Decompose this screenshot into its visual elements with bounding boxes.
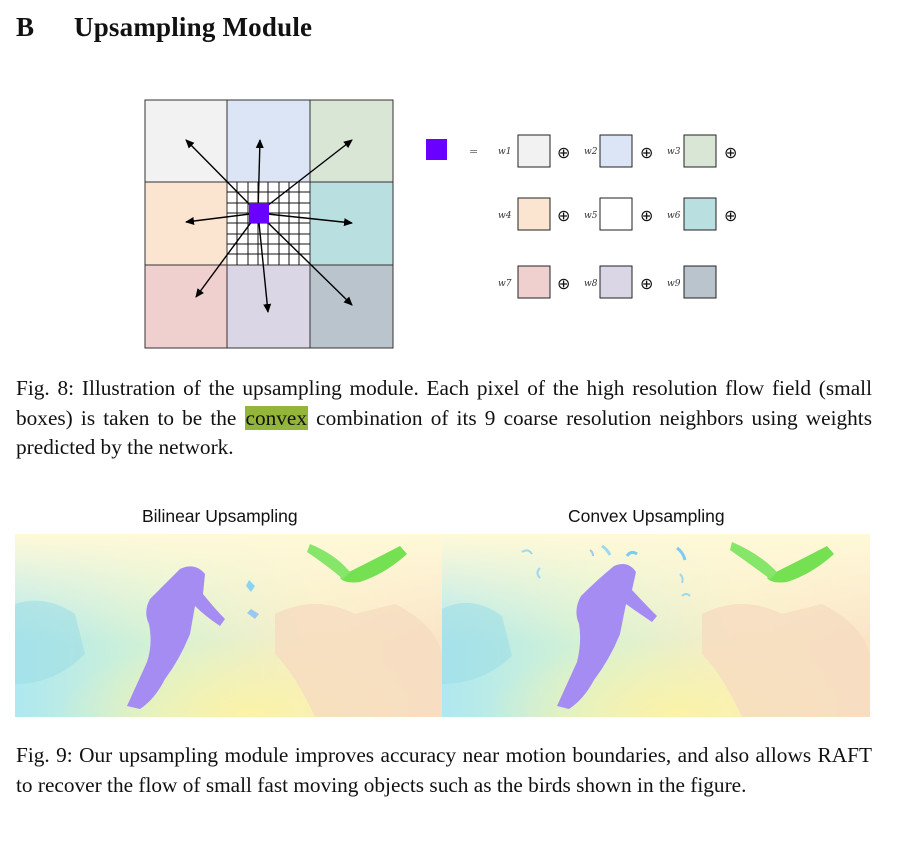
weight-cell xyxy=(683,134,717,168)
oplus-symbol: ⊕ xyxy=(557,143,570,162)
oplus-symbol: ⊕ xyxy=(557,206,570,225)
weight-label: w8 xyxy=(584,279,598,289)
neighbor-arrows xyxy=(185,139,353,313)
coarse-cell xyxy=(309,264,394,349)
figure-9-caption: Fig. 9: Our upsampling module improves a… xyxy=(16,743,872,797)
weight-cell xyxy=(683,265,717,299)
weight-label: w6 xyxy=(667,211,681,221)
figure-8-diagram: = w1 ⊕ w2 ⊕ w3 ⊕ w4 ⊕ w5 ⊕ w6 ⊕ w7 ⊕ w8 … xyxy=(144,99,737,349)
weight-label: w7 xyxy=(498,279,512,289)
caption-text: combination of its 9 coarse resolution n… xyxy=(16,405,872,460)
bilinear-flow-image xyxy=(15,534,442,717)
coarse-cell xyxy=(144,181,228,266)
section-number: B xyxy=(16,12,35,42)
figure-8-caption: Fig. 8: Illustration of the upsampling m… xyxy=(16,374,872,463)
section-heading: B Upsampling Module xyxy=(16,12,312,43)
coarse-cell xyxy=(226,99,311,183)
weight-cell xyxy=(599,134,633,168)
coarse-cell xyxy=(226,264,311,349)
weight-label: w2 xyxy=(584,147,598,157)
weight-cell xyxy=(517,134,551,168)
oplus-symbol: ⊕ xyxy=(724,143,737,162)
weight-cell xyxy=(599,197,633,231)
weight-label: w3 xyxy=(667,147,681,157)
caption-text: Fig. 8: Illustration of the upsampling m… xyxy=(16,376,872,430)
oplus-symbol: ⊕ xyxy=(640,206,653,225)
oplus-symbol: ⊕ xyxy=(640,143,653,162)
highlighted-word: convex xyxy=(244,405,308,430)
weight-label: w4 xyxy=(498,211,512,221)
weight-label: w9 xyxy=(667,279,681,289)
convex-label: Convex Upsampling xyxy=(568,506,725,526)
weight-label: w1 xyxy=(498,147,511,157)
coarse-cell xyxy=(144,264,228,349)
weight-cell xyxy=(599,265,633,299)
oplus-symbol: ⊕ xyxy=(724,206,737,225)
center-pixel xyxy=(249,203,269,223)
oplus-symbol: ⊕ xyxy=(557,274,570,293)
section-title: Upsampling Module xyxy=(74,12,313,42)
weight-cell xyxy=(517,197,551,231)
equation-pixel xyxy=(426,139,447,160)
equals-sign: = xyxy=(469,145,478,158)
bilinear-label: Bilinear Upsampling xyxy=(142,506,298,526)
weight-cell xyxy=(683,197,717,231)
weight-cell xyxy=(517,265,551,299)
convex-flow-image xyxy=(442,534,870,717)
oplus-symbol: ⊕ xyxy=(640,274,653,293)
weight-label: w5 xyxy=(584,211,598,221)
